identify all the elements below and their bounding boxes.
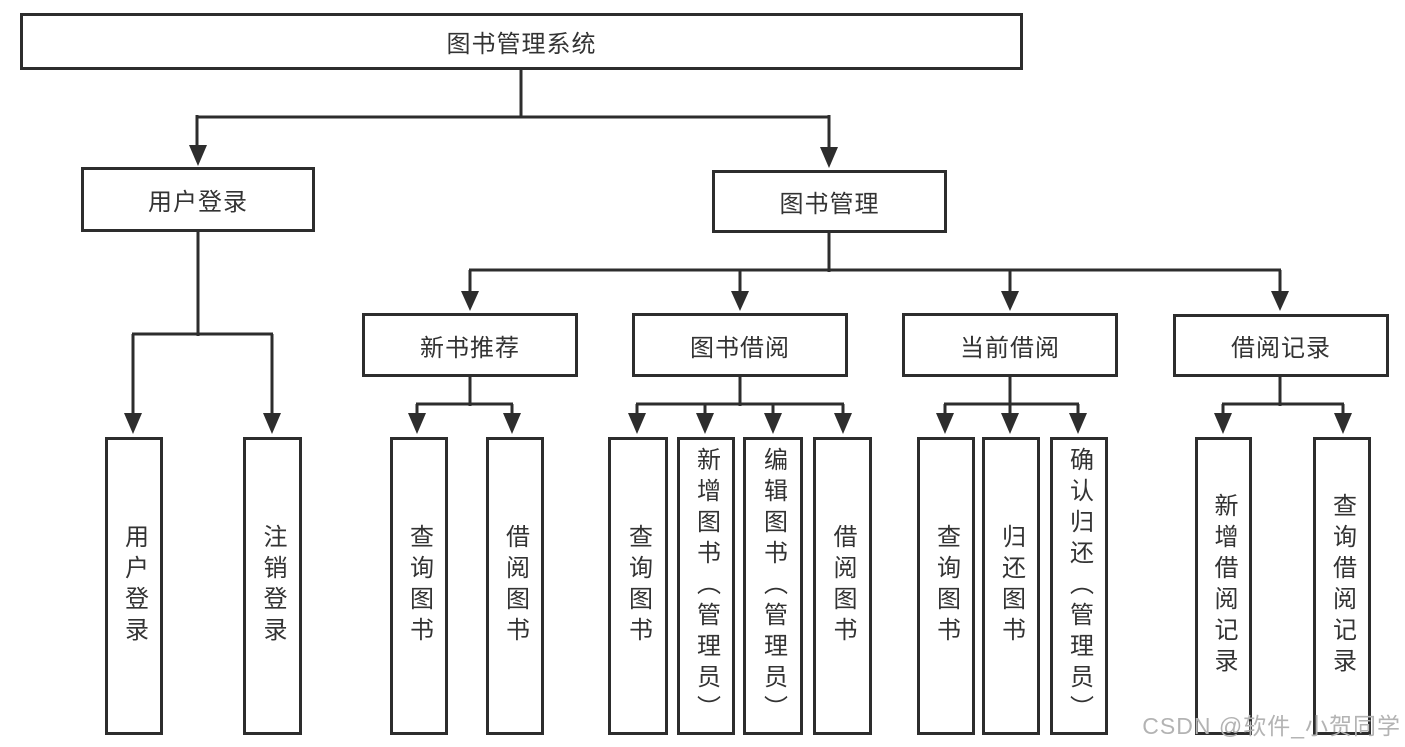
leaf-query-books-current: 查询图书 <box>917 437 975 735</box>
leaf-add-book-admin: 新增图书（管理员） <box>677 437 735 735</box>
leaf-return-books: 归还图书 <box>982 437 1040 735</box>
leaf-logout: 注销登录 <box>243 437 302 735</box>
node-library-management-system: 图书管理系统 <box>20 13 1023 70</box>
leaf-query-books-recommend: 查询图书 <box>390 437 448 735</box>
leaf-edit-book-admin: 编辑图书（管理员） <box>743 437 803 735</box>
leaf-add-borrow-record: 新增借阅记录 <box>1195 437 1252 735</box>
leaf-borrow-books: 借阅图书 <box>813 437 872 735</box>
node-current-borrowing: 当前借阅 <box>902 313 1118 377</box>
leaf-query-books-borrowing: 查询图书 <box>608 437 668 735</box>
node-user-login: 用户登录 <box>81 167 315 232</box>
node-borrow-records: 借阅记录 <box>1173 314 1389 377</box>
csdn-watermark: CSDN @软件_小贺同学 <box>1142 713 1401 739</box>
leaf-query-borrow-record: 查询借阅记录 <box>1313 437 1371 735</box>
leaf-borrow-books-recommend: 借阅图书 <box>486 437 544 735</box>
leaf-confirm-return-admin: 确认归还（管理员） <box>1050 437 1108 735</box>
node-new-book-recommend: 新书推荐 <box>362 313 578 377</box>
leaf-user-login: 用户登录 <box>105 437 163 735</box>
arrowheads <box>124 145 1352 434</box>
node-book-borrowing: 图书借阅 <box>632 313 848 377</box>
node-book-management: 图书管理 <box>712 170 947 233</box>
